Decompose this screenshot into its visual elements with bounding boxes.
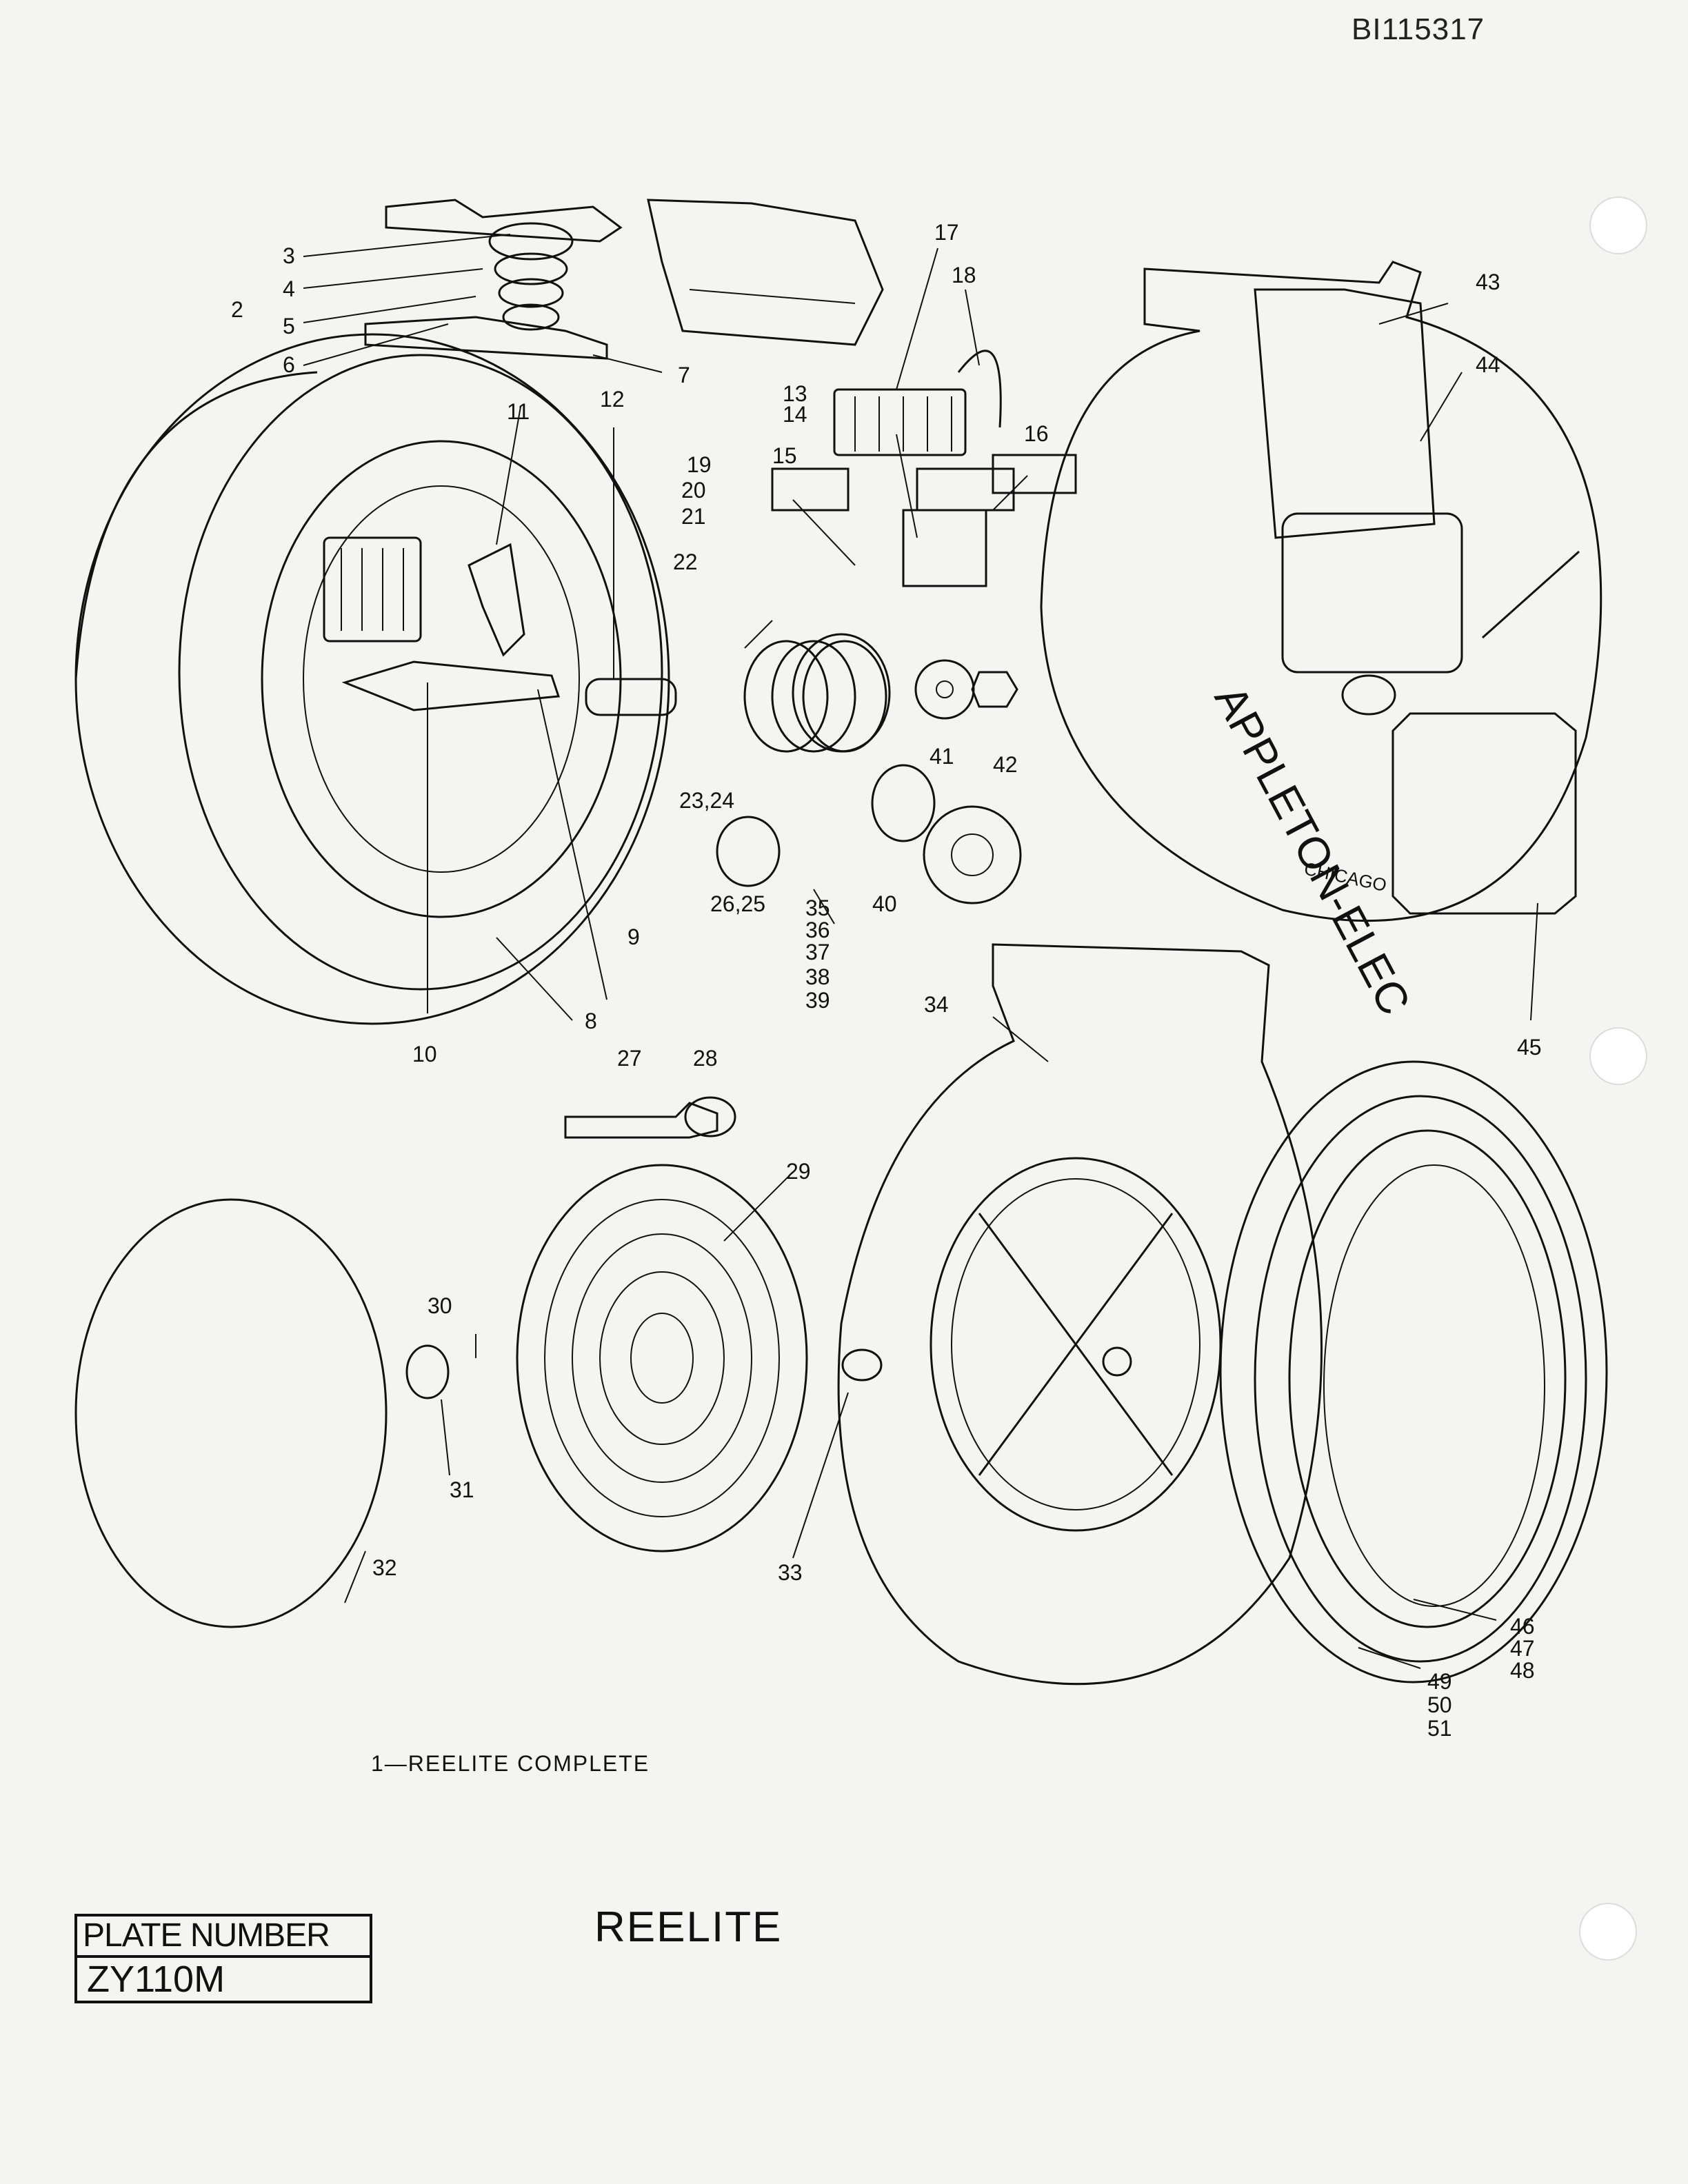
callout-19: 19: [687, 452, 712, 477]
callout-7: 7: [678, 363, 690, 387]
callout-45: 45: [1517, 1035, 1542, 1060]
callout-27: 27: [617, 1046, 642, 1071]
callout-17: 17: [934, 220, 959, 245]
callout-33: 33: [778, 1560, 803, 1585]
callout-13: 13: [783, 381, 807, 406]
lower-reel-drawing: [837, 943, 1608, 1686]
callout-18: 18: [952, 263, 976, 287]
reel-drum-drawing: [74, 333, 677, 1025]
callout-26-25: 26,25: [710, 891, 765, 916]
callout-38: 38: [805, 964, 830, 989]
spring-and-cover-drawing: [74, 1096, 883, 1628]
callout-37: 37: [805, 940, 830, 964]
callout-34: 34: [924, 992, 949, 1017]
callout-3: 3: [283, 243, 295, 268]
callout-9: 9: [627, 924, 640, 949]
callout-47: 47: [1510, 1636, 1535, 1661]
callout-42: 42: [993, 752, 1018, 777]
callout-51: 51: [1427, 1716, 1452, 1741]
binder-hole-bottom: [1579, 1903, 1637, 1961]
callout-14: 14: [783, 402, 807, 427]
callout-43: 43: [1476, 270, 1500, 294]
callout-48: 48: [1510, 1658, 1535, 1683]
callout-30: 30: [428, 1293, 452, 1318]
document-id: BI115317: [1352, 12, 1485, 46]
callout-22: 22: [673, 549, 698, 574]
callout-28: 28: [693, 1046, 718, 1071]
callout-46: 46: [1510, 1614, 1535, 1639]
callout-21: 21: [681, 504, 706, 529]
callout-29: 29: [786, 1159, 811, 1184]
callout-2: 2: [231, 297, 243, 322]
callout-40: 40: [872, 891, 897, 916]
callout-8: 8: [585, 1009, 597, 1033]
callout-41: 41: [930, 744, 954, 769]
figure-caption: 1—REELITE COMPLETE: [371, 1751, 650, 1776]
callout-36: 36: [805, 918, 830, 942]
callout-10: 10: [412, 1042, 437, 1066]
callout-31: 31: [450, 1477, 474, 1502]
electrical-parts-drawing: [716, 350, 1077, 904]
callout-6: 6: [283, 352, 295, 377]
callout-16: 16: [1024, 421, 1049, 446]
callout-39: 39: [805, 988, 830, 1013]
plate-title: REELITE: [594, 1903, 783, 1951]
callout-5: 5: [283, 314, 295, 338]
callout-4: 4: [283, 276, 295, 301]
callout-12: 12: [600, 387, 625, 412]
binder-hole-top: [1589, 196, 1647, 254]
callout-32: 32: [372, 1555, 397, 1580]
callout-11: 11: [507, 399, 530, 424]
callout-20: 20: [681, 478, 706, 503]
callout-44: 44: [1476, 352, 1500, 377]
plate-number-value: ZY110M: [87, 1959, 225, 2000]
plate-number-box: PLATE NUMBER ZY110M: [74, 1914, 372, 2003]
leader-lines: [303, 234, 1538, 1669]
binder-hole-middle: [1589, 1027, 1647, 1085]
callout-49: 49: [1427, 1669, 1452, 1694]
callout-23-24: 23,24: [679, 788, 734, 813]
mounting-bracket-drawing: [364, 199, 884, 360]
reel-housing-drawing: [1040, 261, 1602, 922]
callout-50: 50: [1427, 1692, 1452, 1717]
callout-labels: 2 3 4 5 6 7 8 9 10 11 12 13 14 15 16 17 …: [231, 220, 1542, 1741]
reel-brand-name: APPLETON-ELEC: [1205, 678, 1420, 1023]
plate-number-label: PLATE NUMBER: [77, 1917, 370, 1958]
callout-35: 35: [805, 896, 830, 920]
callout-15: 15: [772, 443, 797, 468]
